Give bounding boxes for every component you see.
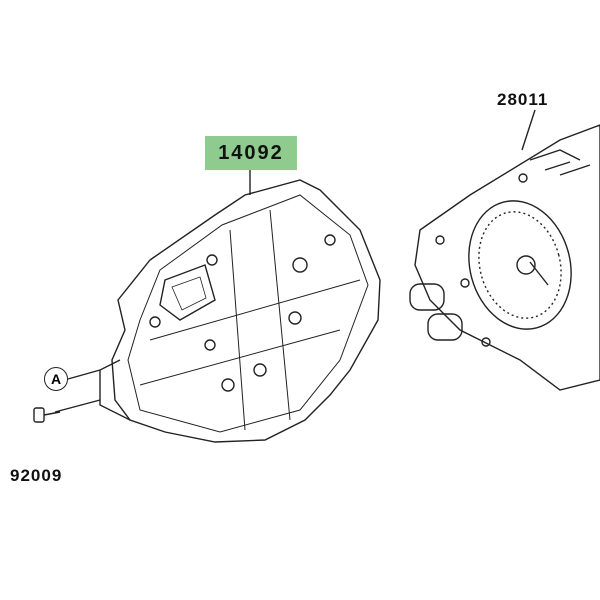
screw-part[interactable] xyxy=(33,407,61,423)
meter-case-part[interactable] xyxy=(99,179,381,443)
leader-screw xyxy=(54,399,101,413)
part-number-92009[interactable]: 92009 xyxy=(10,466,63,485)
part-number-14092-highlighted[interactable]: 14092 xyxy=(205,136,297,170)
reference-callout-a: A xyxy=(44,367,68,391)
meter-assembly-part[interactable] xyxy=(409,124,600,391)
leader-28011 xyxy=(521,109,536,151)
leader-a xyxy=(67,369,101,380)
part-number-28011[interactable]: 28011 xyxy=(497,90,549,109)
